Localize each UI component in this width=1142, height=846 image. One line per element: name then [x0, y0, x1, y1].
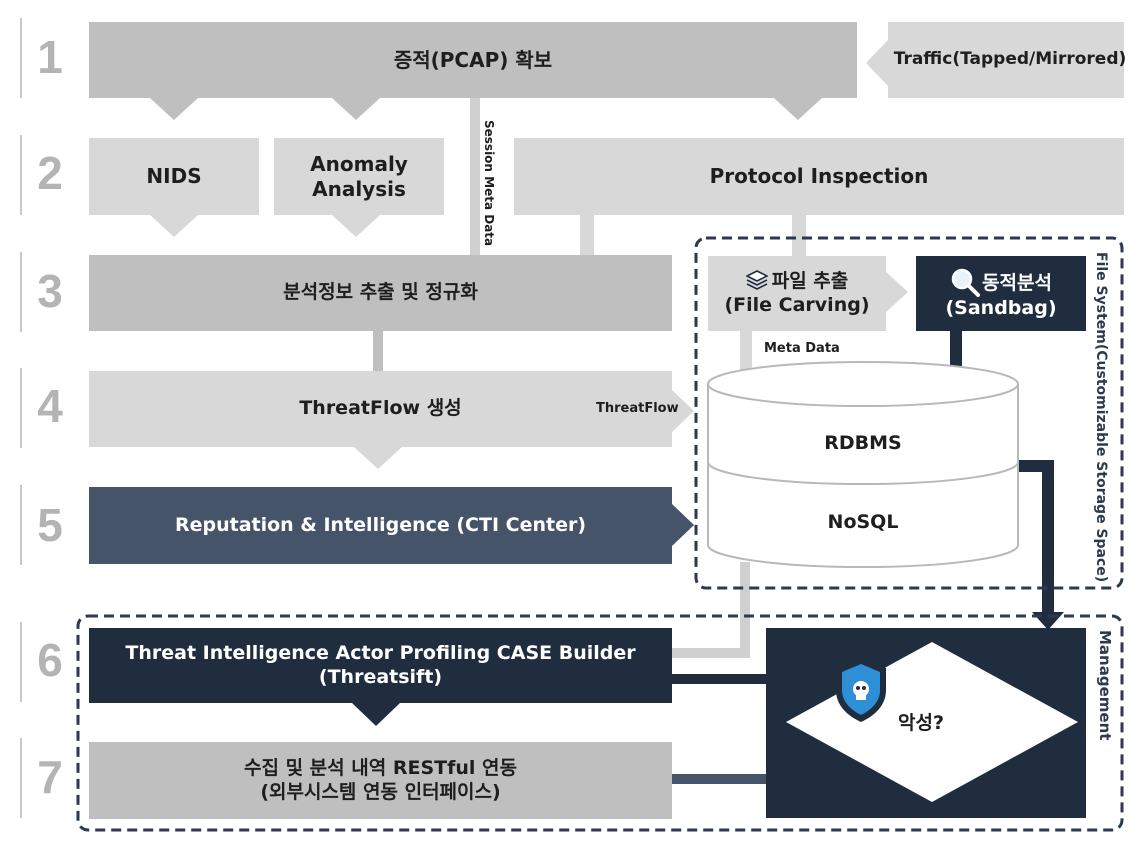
- session-meta-label: Session Meta Data: [482, 120, 496, 247]
- restful-box: 수집 및 분석 내역 RESTful 연동 (외부시스템 연동 인터페이스): [89, 742, 672, 819]
- management-label: Management: [1096, 630, 1114, 741]
- restful-label-line2: (외부시스템 연동 인터페이스): [260, 780, 501, 803]
- file-carving-box: 파일 추출 (File Carving): [708, 256, 886, 331]
- evidence-capture-label: 증적(PCAP) 확보: [393, 47, 553, 72]
- nosql-label: NoSQL: [827, 511, 899, 534]
- extract-normalize-label: 분석정보 추출 및 정규화: [283, 281, 478, 304]
- nids-label: NIDS: [146, 164, 202, 188]
- step-number-6: 6: [37, 634, 63, 686]
- step-divider: [20, 738, 22, 818]
- anomaly-label-line1: Anomaly: [310, 151, 408, 176]
- sandbag-title: 동적분석: [950, 267, 1052, 297]
- threatflow-label: ThreatFlow 생성: [299, 397, 462, 420]
- sandbag-label-line1: 동적분석: [982, 271, 1052, 294]
- arrow-down-icon: [332, 215, 380, 237]
- case-builder-box: Threat Intelligence Actor Profiling CASE…: [89, 628, 672, 703]
- step-number-1: 1: [37, 31, 63, 83]
- anomaly-analysis-box: Anomaly Analysis: [274, 138, 444, 215]
- meta-data-label: Meta Data: [764, 341, 840, 356]
- evidence-capture-box: 증적(PCAP) 확보: [89, 22, 857, 98]
- step-number-5: 5: [37, 499, 63, 551]
- decision-label: 악성?: [898, 712, 944, 734]
- anomaly-label-line2: Analysis: [312, 176, 406, 201]
- magnifier-icon: [951, 268, 981, 297]
- layers-icon: [744, 269, 769, 290]
- step-divider: [20, 135, 22, 215]
- sandbag-label-line2: (Sandbag): [945, 296, 1057, 319]
- restful-label-line1: 수집 및 분석 내역 RESTful 연동: [244, 756, 517, 779]
- step-divider: [20, 485, 22, 565]
- step-divider: [20, 368, 22, 448]
- reputation-box: Reputation & Intelligence (CTI Center): [89, 487, 672, 564]
- file-carving-label-line1: 파일 추출: [771, 269, 849, 292]
- step-number-2: 2: [37, 147, 63, 199]
- shield-skull-icon: [836, 658, 886, 722]
- step-number-3: 3: [37, 265, 63, 317]
- step-number-7: 7: [37, 751, 63, 803]
- arrow-down-icon: [150, 98, 198, 120]
- step-divider: [20, 252, 22, 332]
- threatflow-box: ThreatFlow 생성: [89, 371, 672, 447]
- step-divider: [20, 18, 22, 98]
- step-number-4: 4: [37, 380, 63, 432]
- extract-normalize-box: 분석정보 추출 및 정규화: [89, 255, 672, 331]
- arrow-down-icon: [774, 98, 822, 120]
- traffic-label: Traffic(Tapped/Mirrored): [893, 49, 1127, 70]
- arrow-left-icon: [866, 40, 888, 86]
- file-carving-title: 파일 추출: [744, 269, 849, 294]
- arrow-right-icon: [886, 272, 908, 312]
- step-divider: [20, 622, 22, 702]
- arrow-down-icon: [332, 98, 380, 120]
- file-carving-label-line2: (File Carving): [724, 293, 870, 316]
- arrow-down-icon: [150, 215, 198, 237]
- case-builder-label-line1: Threat Intelligence Actor Profiling CASE…: [125, 641, 636, 664]
- rdbms-label: RDBMS: [824, 432, 902, 455]
- traffic-box: Traffic(Tapped/Mirrored): [888, 22, 1127, 98]
- arrow-right-icon: [672, 504, 694, 546]
- protocol-inspection-box: Protocol Inspection: [514, 138, 1124, 215]
- protocol-inspection-label: Protocol Inspection: [709, 164, 929, 188]
- arrow-right-icon: [672, 390, 694, 432]
- file-system-label: File System(Customizable Storage Space): [1093, 251, 1109, 583]
- sandbag-box: 동적분석 (Sandbag): [916, 256, 1086, 331]
- threatflow-arrow-label: ThreatFlow: [596, 401, 679, 416]
- reputation-label: Reputation & Intelligence (CTI Center): [174, 513, 587, 536]
- case-builder-label-line2: (Threatsift): [318, 665, 443, 688]
- nids-box: NIDS: [89, 138, 259, 215]
- arrow-down-icon: [354, 447, 402, 469]
- arrow-down-icon: [352, 703, 400, 726]
